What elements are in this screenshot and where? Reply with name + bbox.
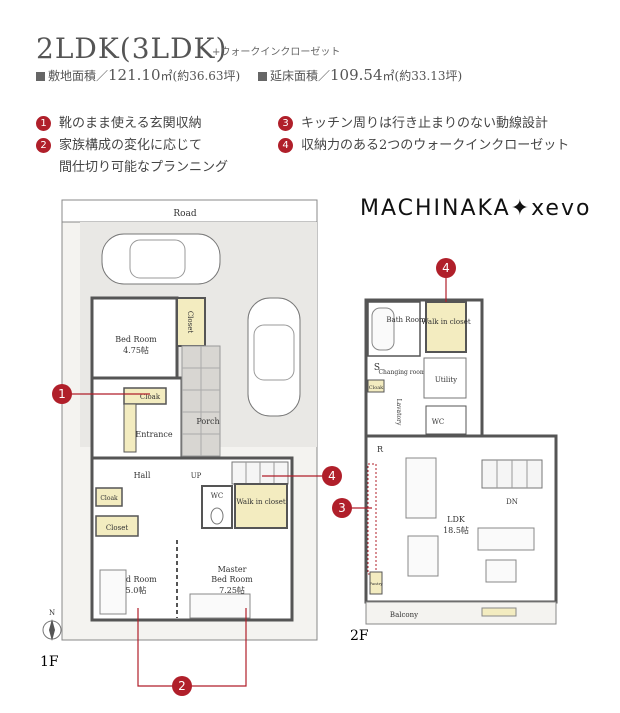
svg-text:Closet: Closet (186, 311, 194, 334)
road-label: Road (173, 209, 197, 219)
svg-text:4.75帖: 4.75帖 (123, 345, 149, 355)
pantry (369, 571, 383, 595)
square-bullet-icon (258, 72, 267, 81)
svg-text:S: S (374, 363, 380, 373)
svg-text:Master: Master (218, 565, 247, 574)
kitchen-island (405, 457, 437, 519)
wc-2f (425, 405, 467, 435)
title-subtext: +ウォークインクローゼット (212, 47, 341, 58)
svg-text:WC: WC (211, 492, 224, 500)
feature-2-cont: 間仕切り可能なプランニング (59, 160, 229, 175)
callout-2-bracket (137, 608, 247, 687)
porch (181, 345, 221, 457)
svg-text:Hall: Hall (134, 471, 151, 480)
floor-label-2f: 2F (350, 628, 369, 644)
compass-icon: N (42, 609, 62, 641)
stairs-1f (231, 461, 289, 485)
callout-1: 1 (52, 384, 72, 404)
shoe-storage (123, 403, 137, 453)
callout-4-1f: 4 (322, 466, 342, 486)
utility (423, 357, 467, 399)
svg-text:Utility: Utility (435, 376, 457, 384)
svg-text:N: N (49, 609, 55, 617)
svg-text:R: R (377, 445, 384, 454)
svg-text:Changing room: Changing room (378, 369, 425, 376)
callout-2: 2 (172, 676, 192, 696)
bathtub-icon (371, 307, 395, 351)
svg-text:DN: DN (506, 498, 518, 506)
kitchen-counter (367, 463, 377, 575)
svg-text:UP: UP (191, 472, 202, 480)
svg-text:Cloak: Cloak (369, 385, 384, 391)
svg-text:Pantry: Pantry (369, 581, 383, 586)
svg-text:LDK: LDK (447, 515, 466, 524)
svg-text:Bath Room: Bath Room (386, 316, 426, 324)
balcony-storage (481, 607, 517, 617)
svg-text:Cloak: Cloak (140, 393, 161, 401)
plan-2f: Bath Room Walk in closet S Changing room… (350, 298, 558, 644)
svg-text:Entrance: Entrance (135, 430, 172, 439)
closet-left (95, 515, 139, 537)
toilet-icon (210, 507, 224, 525)
svg-text:18.5帖: 18.5帖 (443, 525, 469, 535)
stairs-2f (481, 459, 543, 489)
floor-area: 延床面積／109.54㎡(約33.13坪) (258, 66, 462, 84)
square-bullet-icon (36, 72, 45, 81)
svg-text:Lavatory: Lavatory (395, 399, 402, 426)
callout-4-2f: 4 (436, 258, 456, 278)
coffee-table-icon (485, 559, 517, 583)
svg-text:Porch: Porch (196, 417, 219, 426)
svg-text:Bed Room: Bed Room (115, 575, 157, 584)
walkin-closet-2f (425, 301, 467, 353)
svg-text:Closet: Closet (106, 524, 129, 532)
brand-logo: MACHINAKA✦xevo (360, 196, 592, 221)
callout-3: 3 (332, 498, 352, 518)
sofa-icon (477, 527, 535, 551)
bed-icon (99, 569, 127, 615)
cloak-1f (123, 387, 167, 405)
walkin-closet-1f (234, 483, 288, 529)
svg-text:WC: WC (432, 418, 445, 426)
car-icon (101, 233, 221, 285)
bed-icon (189, 593, 251, 619)
cloak-left (95, 487, 123, 507)
svg-text:Balcony: Balcony (390, 611, 418, 619)
svg-text:Bed Room: Bed Room (115, 335, 157, 344)
plan-1f: Road Closet Bed Room 4.75帖 Cloak Entranc… (40, 199, 318, 670)
cloak-2f (367, 379, 385, 393)
svg-text:Walk in closet: Walk in closet (421, 318, 471, 326)
svg-text:Cloak: Cloak (100, 495, 118, 502)
svg-text:7.25帖: 7.25帖 (219, 585, 245, 595)
site-area: 敷地面積／121.10㎡(約36.63坪) (36, 66, 240, 84)
dining-table-icon (407, 535, 439, 577)
page-title: 2LDK(3LDK) (36, 32, 228, 65)
svg-text:Walk in closet: Walk in closet (236, 498, 286, 506)
floor-label-1f: 1F (40, 654, 59, 670)
svg-text:5.0帖: 5.0帖 (126, 585, 147, 595)
svg-text:Bed Room: Bed Room (211, 575, 253, 584)
car-icon (247, 297, 301, 417)
